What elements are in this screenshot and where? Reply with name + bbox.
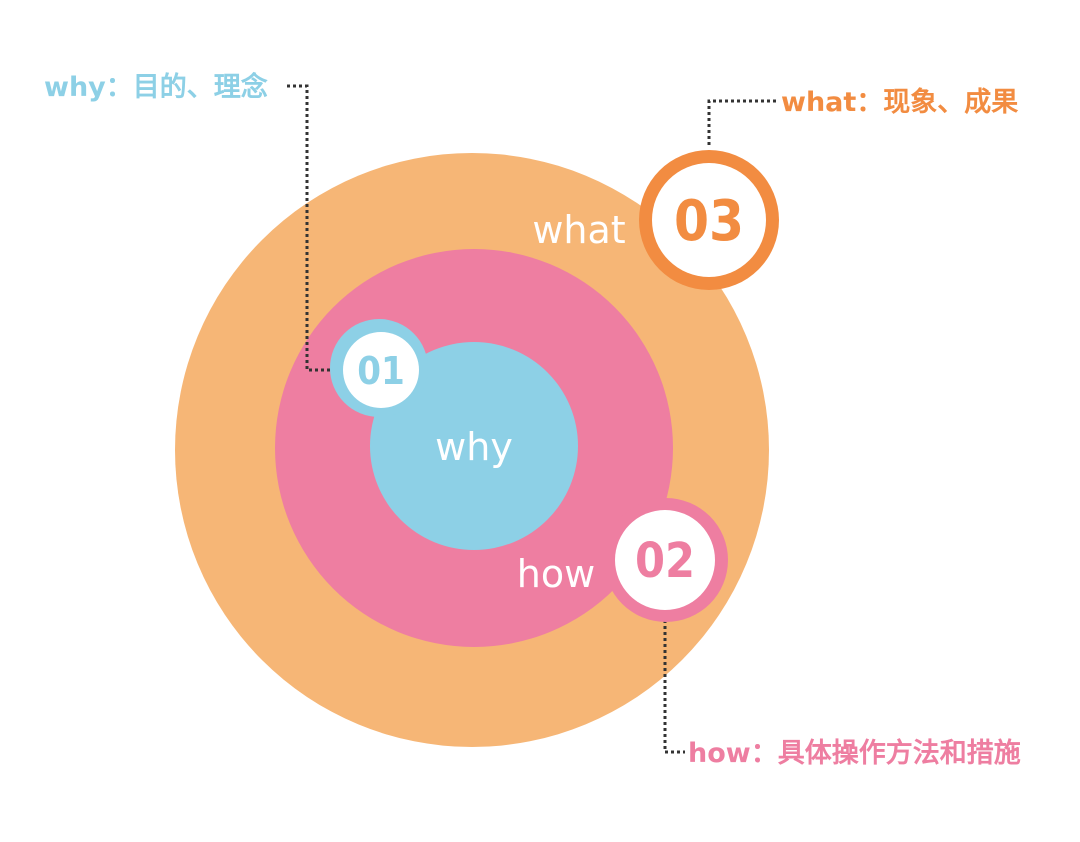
ring-label-how: how <box>517 552 595 596</box>
badge-03-number: 03 <box>674 189 744 254</box>
ring-why <box>370 342 578 550</box>
annotation-what: what：现象、成果 <box>781 87 1019 118</box>
connector-02 <box>663 620 685 754</box>
ring-label-what: what <box>532 208 625 252</box>
ring-label-why: why <box>435 425 513 469</box>
badge-03: 03 <box>639 150 779 290</box>
badge-02-number: 02 <box>635 533 695 589</box>
annotation-why: why：目的、理念 <box>44 72 268 103</box>
annotation-how: how：具体操作方法和措施 <box>688 738 1021 769</box>
badge-01-number: 01 <box>357 349 405 393</box>
connector-03 <box>707 99 776 148</box>
connector-01 <box>287 84 332 372</box>
badge-02: 02 <box>604 498 728 622</box>
badge-01: 01 <box>330 319 428 417</box>
